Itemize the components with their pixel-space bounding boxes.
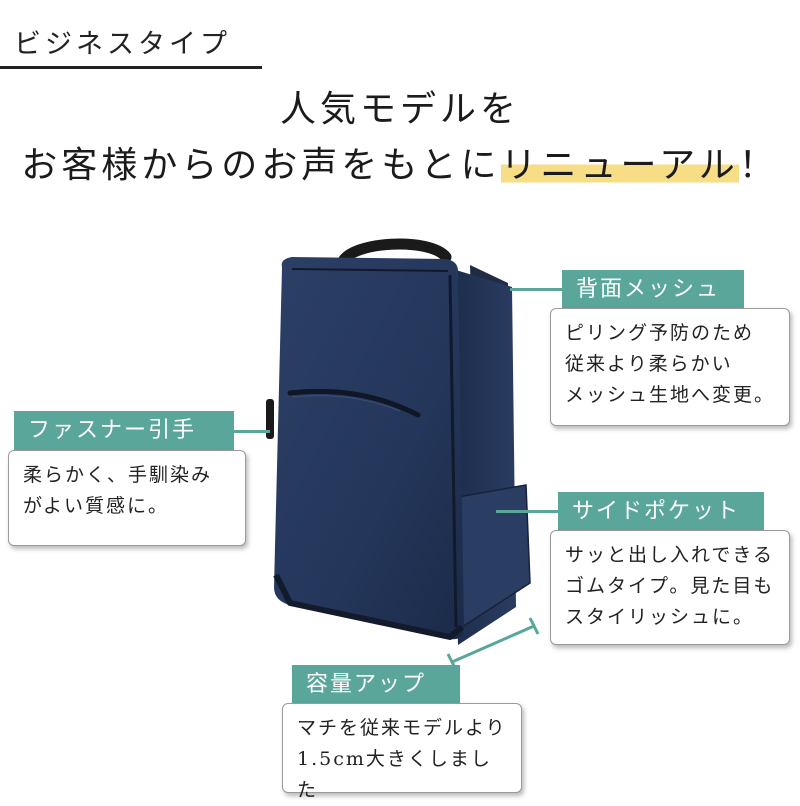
side-pocket-note-line: サッと出し入れできる	[565, 544, 775, 566]
side-pocket-note: サッと出し入れできる ゴムタイプ。見た目も スタイリッシュに。	[550, 530, 790, 645]
zipper-pull-leader	[234, 430, 270, 433]
side-pocket-leader	[496, 510, 558, 513]
back-mesh-note-line: メッシュ生地へ変更。	[565, 384, 776, 406]
back-mesh-note-line: ピリング予防のため	[565, 322, 755, 344]
zipper-pull-note: 柔らかく、手馴染み がよい質感に。	[8, 450, 246, 546]
side-pocket-note-line: ゴムタイプ。見た目も	[565, 575, 775, 597]
back-mesh-tag: 背面メッシュ	[562, 270, 744, 310]
side-pocket-note-line: スタイリッシュに。	[565, 606, 755, 628]
back-mesh-note-line: 従来より柔らかい	[565, 353, 733, 375]
handle	[336, 238, 452, 269]
zipper-pull	[266, 399, 274, 439]
headline-line-1: 人気モデルを	[279, 89, 520, 130]
zipper-pull-note-line: がよい質感に。	[23, 495, 170, 517]
backpack-image	[266, 238, 531, 645]
back-mesh-leader	[510, 288, 562, 291]
side-pocket-tag: サイドポケット	[558, 492, 764, 532]
zipper-pull-tag: ファスナー引手	[14, 411, 234, 451]
capacity-note-line: 1.5cm大きくしました	[297, 748, 492, 801]
capacity-note-line: マチを従来モデルより	[297, 717, 507, 739]
headline-line-2: お客様からのお声をもとにリニューアル！	[0, 136, 800, 188]
side-pocket	[457, 484, 531, 629]
bag-front	[274, 257, 464, 640]
headline-suffix: ！	[738, 145, 779, 186]
section-label: ビジネスタイプ	[14, 29, 231, 60]
capacity-dimension-marker	[446, 617, 540, 670]
headline-highlight: リニューアル	[500, 145, 739, 186]
front-pocket-zipper	[287, 388, 421, 418]
section-underline	[0, 66, 262, 69]
capacity-note: マチを従来モデルより 1.5cm大きくしました	[282, 703, 522, 801]
zipper-pull-note-line: 柔らかく、手馴染み	[23, 464, 213, 486]
back-mesh-note: ピリング予防のため 従来より柔らかい メッシュ生地へ変更。	[550, 308, 790, 426]
capacity-tag: 容量アップ	[292, 665, 460, 705]
headline-prefix: お客様からのお声をもとに	[21, 145, 501, 186]
